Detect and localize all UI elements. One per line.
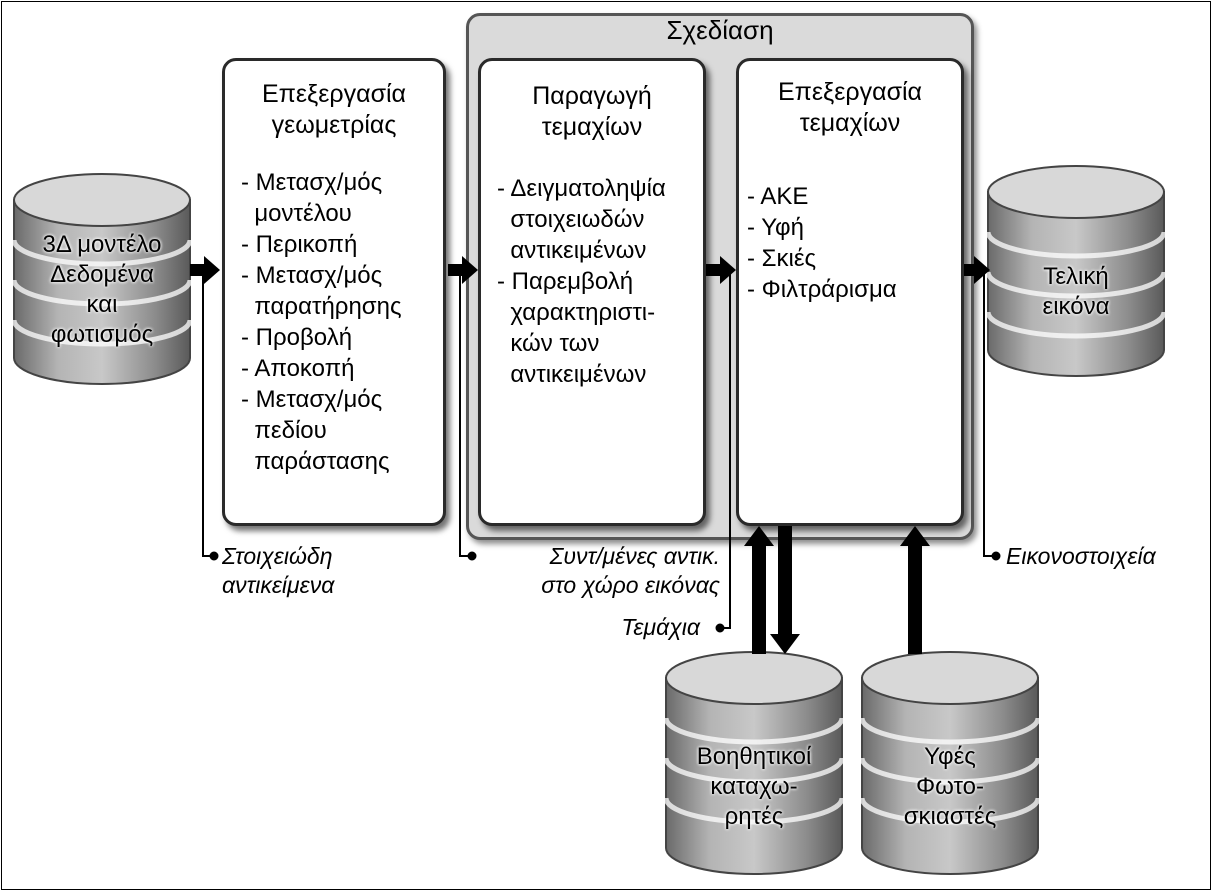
database-icon <box>663 651 845 875</box>
database-input-label-line: και <box>86 291 118 318</box>
list-item: - Αποκοπή <box>241 355 355 382</box>
stage-fragment-processing: Επεξεργασία τεμαχίων - ΑΚΕ - Υφή - Σκιές… <box>736 58 964 526</box>
stage-geometry-title-line: Επεξεργασία <box>261 80 407 108</box>
stage-fragment-processing-title: Επεξεργασία τεμαχίων <box>739 77 961 139</box>
database-buffers-label: Βοηθητικοί καταχω- ρητές <box>666 742 842 832</box>
list-item: αντικειμένων <box>497 237 647 264</box>
caption-primitives: Στοιχειώδη αντικείμενα <box>222 542 334 600</box>
list-item: πεδίου <box>241 417 327 444</box>
caption-fragments: Τεμάχια <box>621 614 700 640</box>
stage-geometry-title: Επεξεργασία γεωμετρίας <box>225 79 443 141</box>
stage-fragment-generation: Παραγωγή τεμαχίων - Δειγματοληψία στοιχε… <box>478 58 706 526</box>
database-output-label-line: Τελική <box>1043 263 1109 290</box>
list-item: - Μετασχ/μός <box>241 262 383 289</box>
stage-geometry-list: - Μετασχ/μός μοντέλου - Περικοπή - Μετασ… <box>241 167 443 477</box>
caption-primitives-line: αντικείμενα <box>222 572 335 598</box>
list-item: - Φιλτράρισμα <box>747 276 897 303</box>
list-item: - Σκιές <box>747 245 817 272</box>
database-textures-label-line: Υφές <box>924 743 976 770</box>
list-item: αντικειμένων <box>497 361 647 388</box>
list-item: μοντέλου <box>241 200 352 227</box>
list-item: κών των <box>497 330 600 357</box>
database-textures-label-line: Φωτο- <box>915 773 985 800</box>
arrow-right-icon <box>190 256 220 284</box>
design-group-title: Σχεδίαση <box>666 15 774 45</box>
caption-connector <box>715 270 731 633</box>
arrow-right-icon <box>964 256 990 284</box>
database-output-label-line: εικόνα <box>1042 293 1110 320</box>
database-buffers-label-line: καταχω- <box>710 773 798 800</box>
database-input-label-line: 3Δ μοντέλο <box>42 231 162 258</box>
list-item: - Προβολή <box>241 324 353 351</box>
arrow-up-icon <box>900 526 930 654</box>
list-item: παρατήρησης <box>241 293 402 320</box>
stage-geometry-processing: Επεξεργασία γεωμετρίας - Μετασχ/μός μοντ… <box>222 58 446 526</box>
list-item: χαρακτηριστι- <box>497 299 656 326</box>
database-output-label: Τελική εικόνα <box>988 262 1164 322</box>
database-icon <box>985 165 1167 377</box>
list-item: - Δειγματοληψία <box>497 175 666 202</box>
database-textures-label: Υφές Φωτο- σκιαστές <box>862 742 1038 832</box>
arrow-up-icon <box>744 526 774 654</box>
arrow-right-icon <box>706 256 736 284</box>
database-input-label-line: φωτισμός <box>50 321 154 348</box>
database-buffers-label-line: ρητές <box>724 803 784 830</box>
arrow-down-icon <box>770 526 800 654</box>
list-item: στοιχειωδών <box>497 206 645 233</box>
caption-screen-objects-line: Συντ/μένες αντικ. <box>549 543 720 569</box>
database-icon <box>11 173 193 385</box>
list-item: - Μετασχ/μός <box>241 386 383 413</box>
arrow-right-icon <box>448 256 478 284</box>
caption-connector <box>983 270 1001 561</box>
list-item: - Μετασχ/μός <box>241 169 383 196</box>
database-textures-label-line: σκιαστές <box>903 803 997 830</box>
caption-connector <box>459 270 477 561</box>
caption-pixels: Εικονοστοιχεία <box>1006 543 1156 569</box>
stage-fragment-generation-title-line: τεμαχίων <box>541 113 643 141</box>
database-buffers-label-line: Βοηθητικοί <box>696 743 812 770</box>
stage-fragment-generation-list: - Δειγματοληψία στοιχειωδών αντικειμένων… <box>497 173 703 390</box>
list-item: παράστασης <box>241 448 390 475</box>
caption-primitives-line: Στοιχειώδη <box>222 543 333 569</box>
list-item: - Υφή <box>747 214 804 241</box>
stage-fragment-processing-title-line: Επεξεργασία <box>777 78 923 106</box>
stage-geometry-title-line: γεωμετρίας <box>271 111 397 139</box>
database-input-label: 3Δ μοντέλο Δεδομένα και φωτισμός <box>14 230 190 350</box>
database-icon <box>859 651 1041 875</box>
stage-fragment-processing-list: - ΑΚΕ - Υφή - Σκιές - Φιλτράρισμα <box>747 181 961 305</box>
list-item: - ΑΚΕ <box>747 183 809 210</box>
caption-screen-objects: Συντ/μένες αντικ. στο χώρο εικόνας <box>484 542 720 600</box>
stage-fragment-generation-title-line: Παραγωγή <box>532 82 652 110</box>
list-item: - Περικοπή <box>241 231 358 258</box>
caption-connector <box>202 270 219 561</box>
stage-fragment-processing-title-line: τεμαχίων <box>799 109 901 137</box>
caption-screen-objects-line: στο χώρο εικόνας <box>541 572 720 598</box>
database-input-label-line: Δεδομένα <box>50 261 154 288</box>
stage-fragment-generation-title: Παραγωγή τεμαχίων <box>481 81 703 143</box>
list-item: - Παρεμβολή <box>497 268 634 295</box>
